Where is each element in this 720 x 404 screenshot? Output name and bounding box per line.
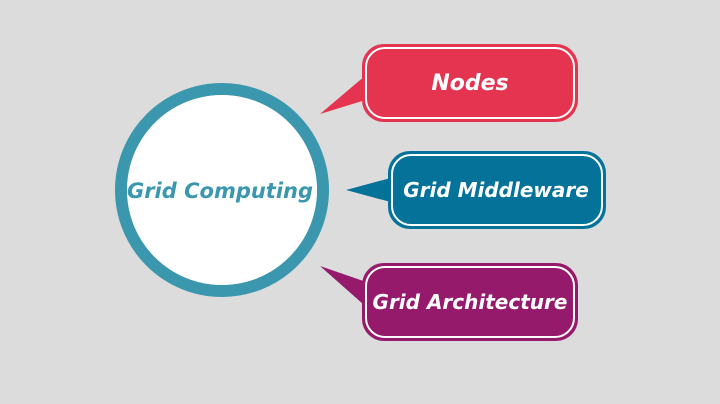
bubble-nodes-inner-border — [365, 47, 575, 119]
bubble-architecture-pointer — [320, 266, 372, 312]
bubble-middleware-inner-border — [391, 154, 603, 226]
bubble-nodes-label: Nodes — [431, 70, 509, 96]
bubble-nodes — [320, 44, 578, 122]
bubble-architecture-label: Grid Architecture — [372, 290, 568, 314]
bubble-architecture — [320, 263, 578, 341]
bubble-middleware-body — [388, 151, 606, 229]
center-label: Grid Computing — [126, 179, 314, 203]
bubble-middleware-pointer — [346, 176, 398, 204]
bubble-nodes-pointer — [320, 70, 372, 114]
bubble-architecture-body — [362, 263, 578, 341]
bubble-architecture-inner-border — [365, 266, 575, 338]
bubble-middleware-label: Grid Middleware — [403, 178, 589, 202]
center-ring — [115, 83, 329, 297]
bubble-middleware — [346, 151, 606, 229]
bubble-nodes-body — [362, 44, 578, 122]
center-circle — [127, 95, 317, 285]
